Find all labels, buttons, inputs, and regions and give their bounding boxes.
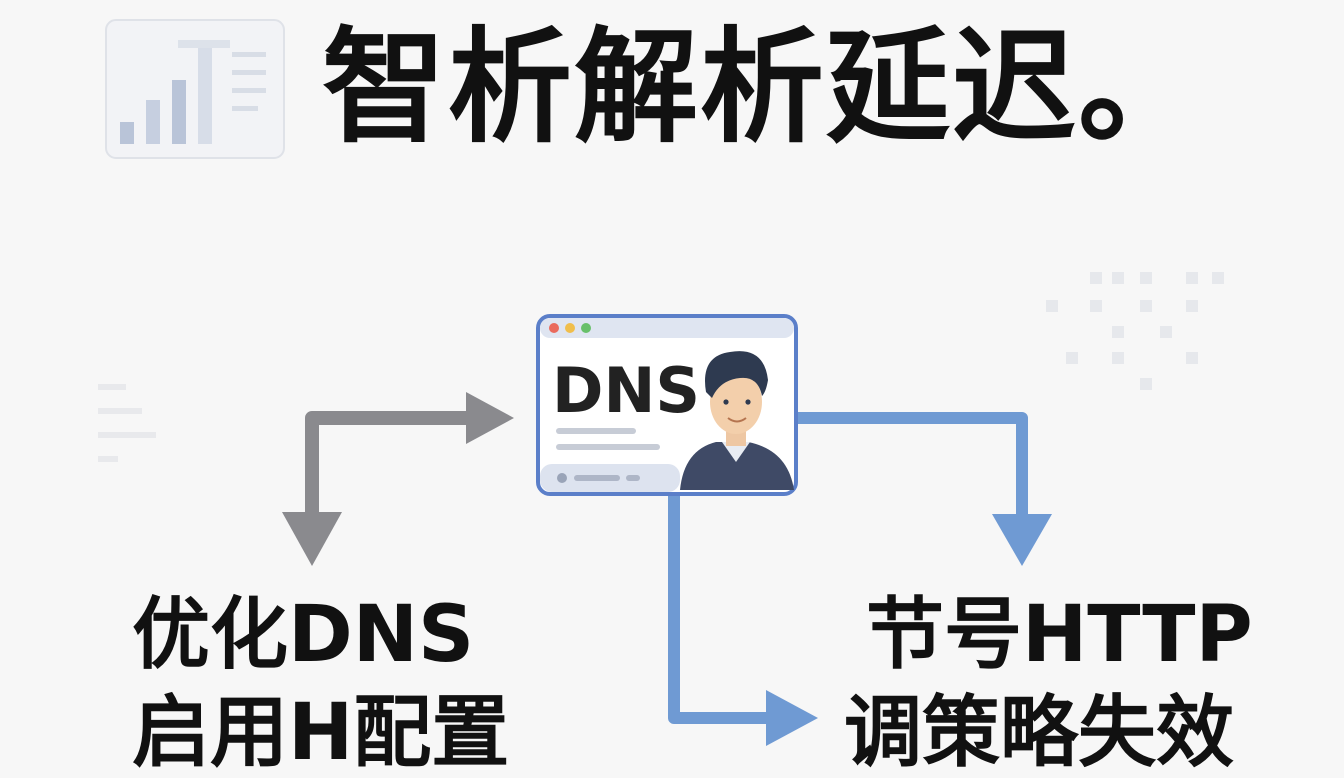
window-maximize-dot [581,323,591,333]
page-title: 智析解析延迟。 [322,16,1205,160]
decorative-lines [98,384,156,462]
avatar-icon [680,351,794,490]
gray-bidirectional-arrow [282,392,514,566]
window-close-dot [549,323,559,333]
left-branch-line1: 优化DNS [132,590,475,680]
bar-chart-icon [105,19,285,159]
right-branch-line1: 节号HTTP [866,590,1253,680]
diagram-canvas [98,19,1224,746]
left-branch-line2: 启用H配置 [132,688,510,778]
window-minimize-dot [565,323,575,333]
dns-card-label: DNS [552,354,701,427]
blue-arrow-right-branch [794,412,1052,566]
blue-arrow-down-branch [668,494,818,746]
decorative-dots [1046,272,1224,390]
right-branch-line2: 调策略失效 [844,688,1235,778]
